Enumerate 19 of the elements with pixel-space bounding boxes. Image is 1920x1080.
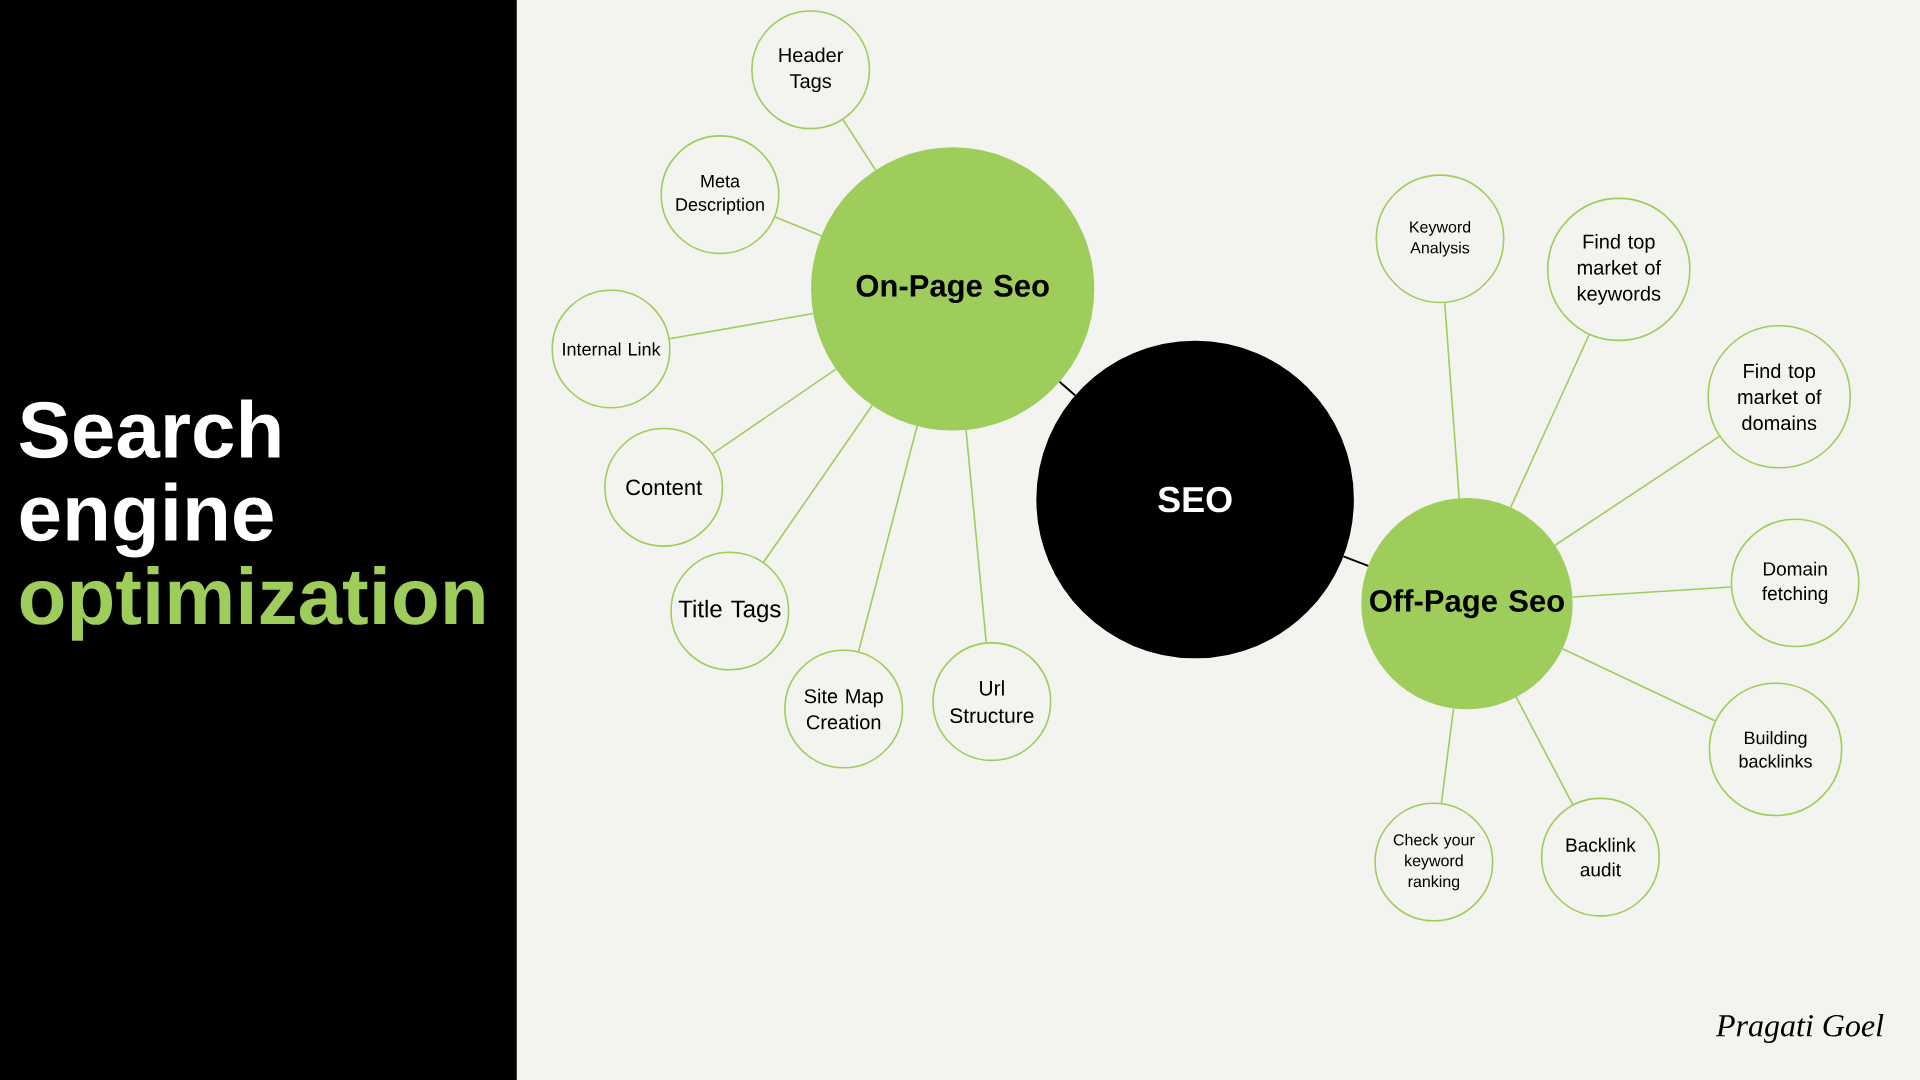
signature: Pragati Goel — [1715, 1014, 1884, 1044]
title: Search engine — [19, 399, 280, 558]
connector-line — [1515, 696, 1574, 806]
connector-line — [774, 216, 823, 237]
connector-line — [1561, 648, 1716, 722]
connector-line — [857, 425, 918, 653]
connector-line — [842, 119, 877, 171]
connector-line — [1440, 707, 1455, 804]
connector-line — [1509, 333, 1590, 509]
title: optimization — [20, 566, 484, 641]
connector-line — [1342, 555, 1370, 567]
connector-line — [762, 404, 873, 563]
connector-line — [1554, 435, 1721, 547]
connector-line — [1058, 380, 1077, 397]
connector-line — [1443, 302, 1460, 500]
connector-line — [1571, 586, 1732, 598]
connector-line — [965, 429, 987, 644]
connector-line — [712, 368, 837, 455]
connector-line — [668, 312, 814, 340]
